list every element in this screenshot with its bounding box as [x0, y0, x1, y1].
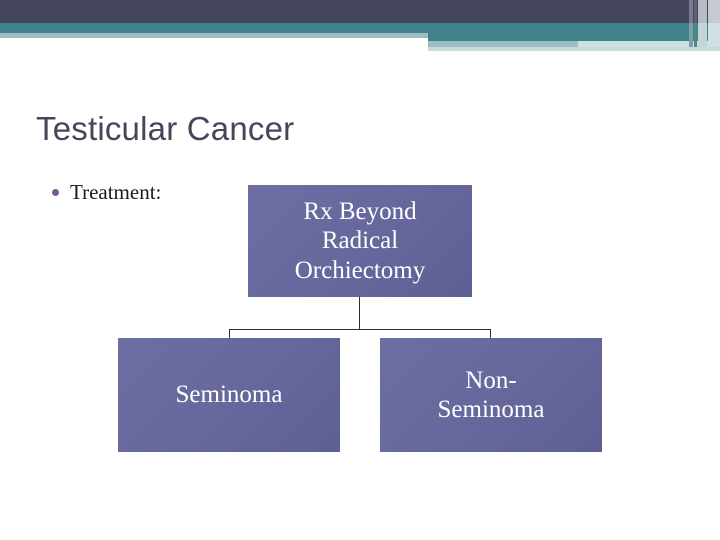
banner-vertical-bar-teal-2	[694, 23, 697, 47]
banner-band-faint-right	[428, 51, 720, 56]
connector-drop-right	[490, 329, 491, 338]
banner-vertical-bar-teal-4	[708, 23, 720, 47]
banner-band-paleteal-right	[578, 41, 720, 47]
connector-drop-left	[229, 329, 230, 338]
connector-horizontal	[229, 329, 491, 330]
banner-vertical-bar-teal-1	[689, 23, 693, 47]
org-node-non-seminoma-label: Non-Seminoma	[437, 366, 545, 423]
banner-band-teal-right	[428, 33, 720, 41]
bullet-item-label: Treatment:	[70, 180, 162, 204]
banner-band-lightteal-left	[0, 33, 428, 38]
page-title: Testicular Cancer	[36, 110, 295, 147]
bullet-point-icon	[52, 189, 59, 196]
banner-band-paleteal-wide	[428, 47, 720, 51]
connector-root-stem	[359, 297, 360, 329]
banner-band-lightteal-right	[428, 41, 578, 47]
org-node-non-seminoma[interactable]: Non-Seminoma	[380, 338, 602, 452]
banner-band-dark	[0, 0, 720, 23]
bullet-list-item: Treatment:	[52, 180, 161, 205]
org-node-seminoma[interactable]: Seminoma	[118, 338, 340, 452]
banner-band-teal	[0, 23, 720, 33]
banner-vertical-bar-teal-3	[698, 23, 707, 47]
org-node-seminoma-label: Seminoma	[175, 381, 283, 409]
